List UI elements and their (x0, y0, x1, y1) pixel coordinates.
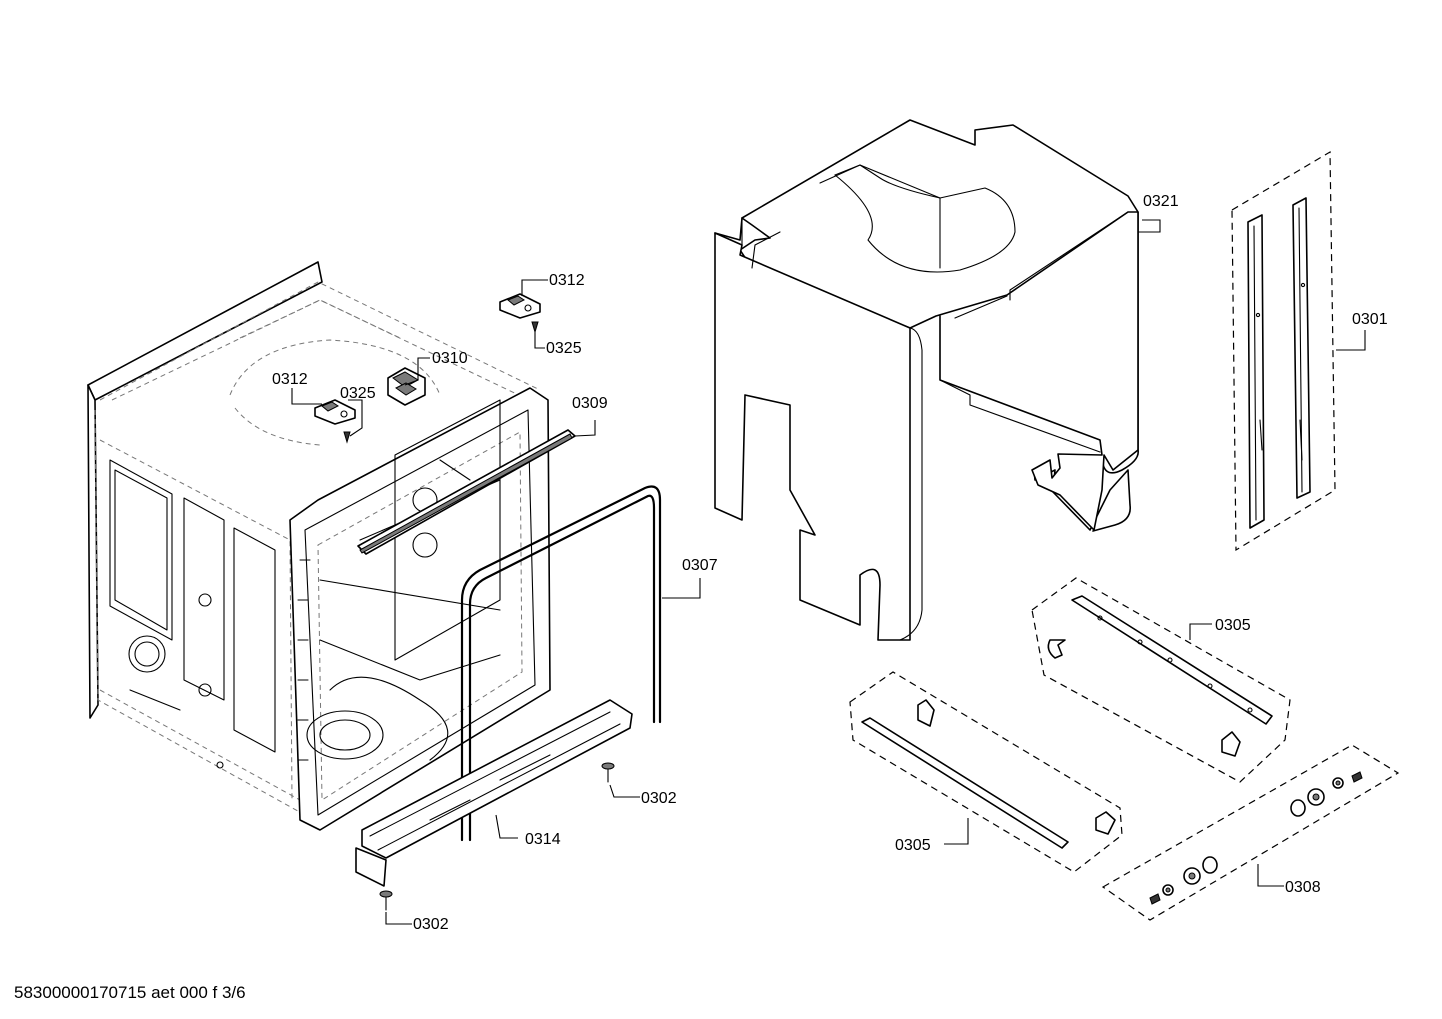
hinge-bracket-upper (499, 293, 541, 319)
hinge-0310 (387, 367, 426, 406)
label-0314: 0314 (525, 831, 561, 848)
screw-0325-lower (343, 431, 351, 444)
tub-assembly (87, 261, 551, 831)
seal-0307 (460, 485, 662, 842)
label-0302-upper: 0302 (641, 790, 677, 807)
label-0325-lower: 0325 (340, 385, 376, 402)
label-0302-lower: 0302 (413, 916, 449, 933)
label-0305-upper: 0305 (1215, 617, 1251, 634)
leader-lines (291, 219, 1366, 925)
label-0301: 0301 (1352, 311, 1388, 328)
label-0308: 0308 (1285, 879, 1321, 896)
screw-0302-upper (601, 762, 615, 783)
tray-0314 (355, 699, 633, 887)
kit-0308 (1101, 744, 1400, 921)
rail-set-0301 (1231, 150, 1336, 552)
label-0305-lower: 0305 (895, 837, 931, 854)
label-0307: 0307 (682, 557, 718, 574)
rail-0305-upper (1031, 577, 1291, 783)
rail-0305-lower (849, 671, 1123, 873)
label-0321: 0321 (1143, 193, 1179, 210)
hinge-bracket-lower (314, 399, 356, 425)
label-0325-upper: 0325 (546, 340, 582, 357)
label-0310: 0310 (432, 350, 468, 367)
screw-0302-lower (379, 890, 393, 911)
screw-0325-upper (531, 321, 539, 334)
label-0312-upper: 0312 (549, 272, 585, 289)
insulation-0321 (714, 119, 1139, 641)
label-0309: 0309 (572, 395, 608, 412)
drawing-reference-footer: 58300000170715 aet 000 f 3/6 (14, 983, 246, 1002)
label-0312-lower: 0312 (272, 371, 308, 388)
